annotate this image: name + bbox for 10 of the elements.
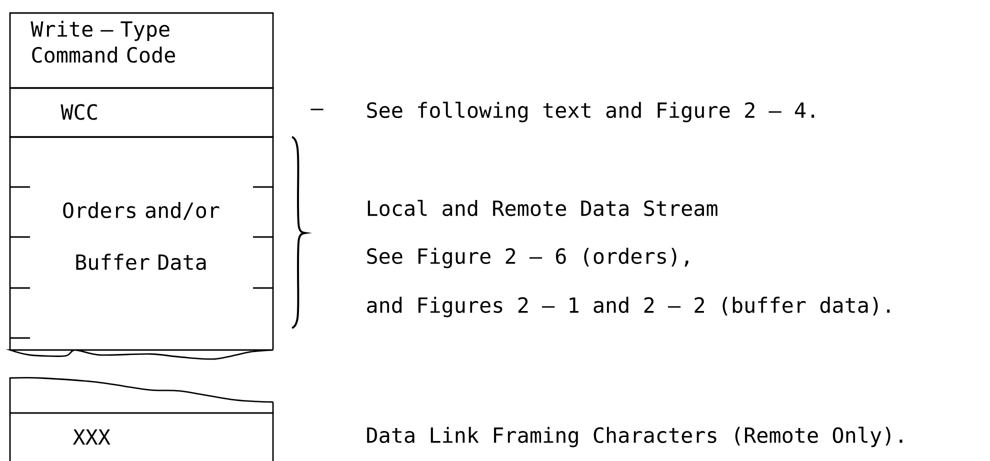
field-box: XXX bbox=[9, 412, 274, 461]
description-text: and Figures 2 – 1 and 2 – 2 (buffer data). bbox=[367, 296, 890, 318]
description-text: Local and Remote Data Stream bbox=[368, 200, 718, 216]
description-text: Data Link Framing Characters (Remote Only). bbox=[367, 426, 902, 448]
description-text: See Figure 2 – 6 (orders), bbox=[367, 248, 688, 268]
data-box: Orders and/or Buffer Data bbox=[9, 136, 274, 360]
field-box: WCC bbox=[9, 87, 274, 138]
description-text: See following text and Figure 2 – 4. bbox=[367, 102, 814, 122]
dash-mark: – bbox=[310, 108, 324, 110]
field-box: Write – Type Command Code bbox=[9, 12, 274, 89]
